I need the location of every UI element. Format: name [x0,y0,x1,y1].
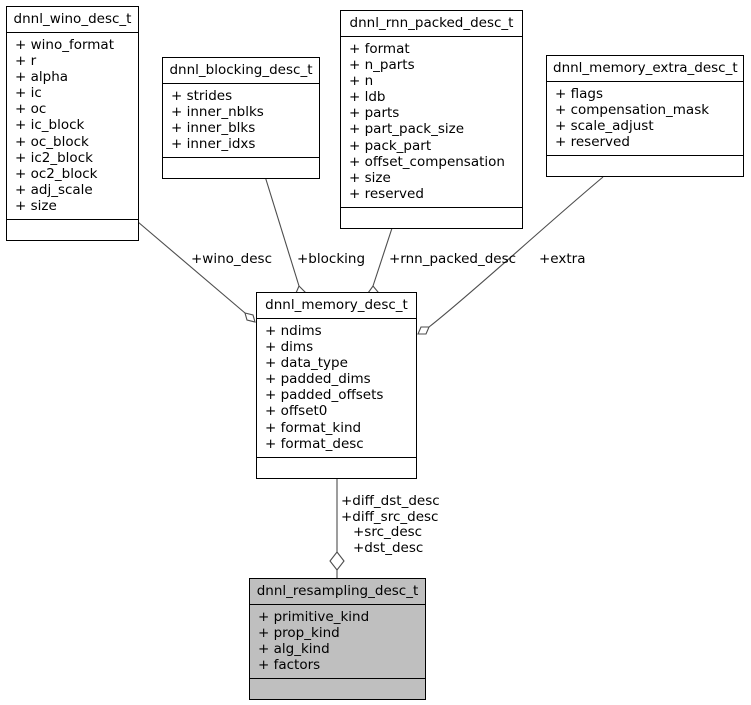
class-operations [341,208,522,228]
attribute: + format [349,41,410,57]
edge-label-line: +diff_dst_desc [341,493,440,509]
attribute: + reserved [349,185,424,202]
attribute: + size [349,169,391,186]
attribute: + size [15,197,57,214]
attribute: + scale_adjust [555,118,654,135]
attribute: + dims [265,339,314,356]
class-operations [547,156,743,176]
attribute: + alpha [15,69,69,86]
class-attributes: + format + n_parts + n + ldb + parts + p… [341,37,522,208]
edge-label-line: +dst_desc [353,539,424,556]
attribute: + ldb [349,89,386,106]
attribute: + factors [258,657,321,674]
attribute: + parts [349,105,400,122]
class-operations [250,679,425,699]
attribute: + n_parts [349,57,415,74]
class-title: dnnl_resampling_desc_t [250,579,425,605]
attribute: + oc [15,101,47,118]
attribute: + adj_scale [15,181,93,198]
edge-label-resampling-desc: +diff_dst_desc +diff_src_desc +src_desc … [341,493,440,556]
edge-label-extra: +extra [539,251,586,267]
class-operations [257,458,416,478]
edge-label-wino-desc: +wino_desc [191,251,272,267]
class-title: dnnl_rnn_packed_desc_t [341,11,522,37]
attribute: + pack_part [349,137,432,154]
edge-label-line: +src_desc [353,524,423,540]
attribute: + r [15,53,37,70]
attribute: + alg_kind [258,641,330,658]
class-box-dnnl-rnn-packed-desc-t[interactable]: dnnl_rnn_packed_desc_t + format + n_part… [340,10,523,229]
attribute: + format_kind [265,419,362,436]
attribute: + oc_block [15,133,89,150]
class-box-dnnl-memory-extra-desc-t[interactable]: dnnl_memory_extra_desc_t + flags + compe… [546,55,744,178]
class-box-dnnl-wino-desc-t[interactable]: dnnl_wino_desc_t + wino_format + r + alp… [6,6,139,242]
attribute: + part_pack_size [349,121,465,138]
attribute: + padded_offsets [265,387,384,404]
attribute: + ic_block [15,117,85,134]
attribute: + format_desc [265,435,364,452]
attribute: + strides [171,88,233,104]
class-box-dnnl-memory-desc-t[interactable]: dnnl_memory_desc_t + ndims + dims + data… [256,292,417,479]
attribute: + inner_nblks [171,104,264,121]
attribute: + primitive_kind [258,609,370,625]
class-operations [7,220,138,240]
attribute: + ic [15,85,42,102]
attribute: + reserved [555,134,630,151]
edge-wino-desc [137,221,256,323]
attribute: + n [349,73,374,90]
attribute: + compensation_mask [555,102,710,119]
class-operations [163,158,319,178]
edge-blocking [263,172,306,300]
class-title: dnnl_memory_extra_desc_t [547,56,743,82]
class-attributes: + ndims + dims + data_type + padded_dims… [257,319,416,458]
class-attributes: + flags + compensation_mask + scale_adju… [547,82,743,157]
edge-label-rnn-packed-desc: +rnn_packed_desc [389,251,517,267]
attribute: + flags [555,86,603,102]
attribute: + ic2_block [15,149,93,166]
class-box-dnnl-blocking-desc-t[interactable]: dnnl_blocking_desc_t + strides + inner_n… [162,57,320,180]
attribute: + inner_idxs [171,136,256,153]
attribute: + prop_kind [258,625,340,642]
attribute: + oc2_block [15,165,98,182]
class-attributes: + wino_format + r + alpha + ic + oc + ic… [7,33,138,221]
class-title: dnnl_memory_desc_t [257,293,416,319]
edge-label-blocking: +blocking [297,251,366,267]
attribute: + offset0 [265,403,328,420]
attribute: + offset_compensation [349,153,505,170]
class-box-dnnl-resampling-desc-t[interactable]: dnnl_resampling_desc_t + primitive_kind … [249,578,426,701]
attribute: + inner_blks [171,120,256,137]
attribute: + wino_format [15,37,115,53]
class-title: dnnl_wino_desc_t [7,7,138,33]
attribute: + ndims [265,323,322,339]
edge-label-line: +diff_src_desc [341,508,439,525]
class-attributes: + strides + inner_nblks + inner_blks + i… [163,84,319,159]
attribute: + padded_dims [265,371,371,388]
class-title: dnnl_blocking_desc_t [163,58,319,84]
class-attributes: + primitive_kind + prop_kind + alg_kind … [250,605,425,680]
attribute: + data_type [265,355,348,372]
